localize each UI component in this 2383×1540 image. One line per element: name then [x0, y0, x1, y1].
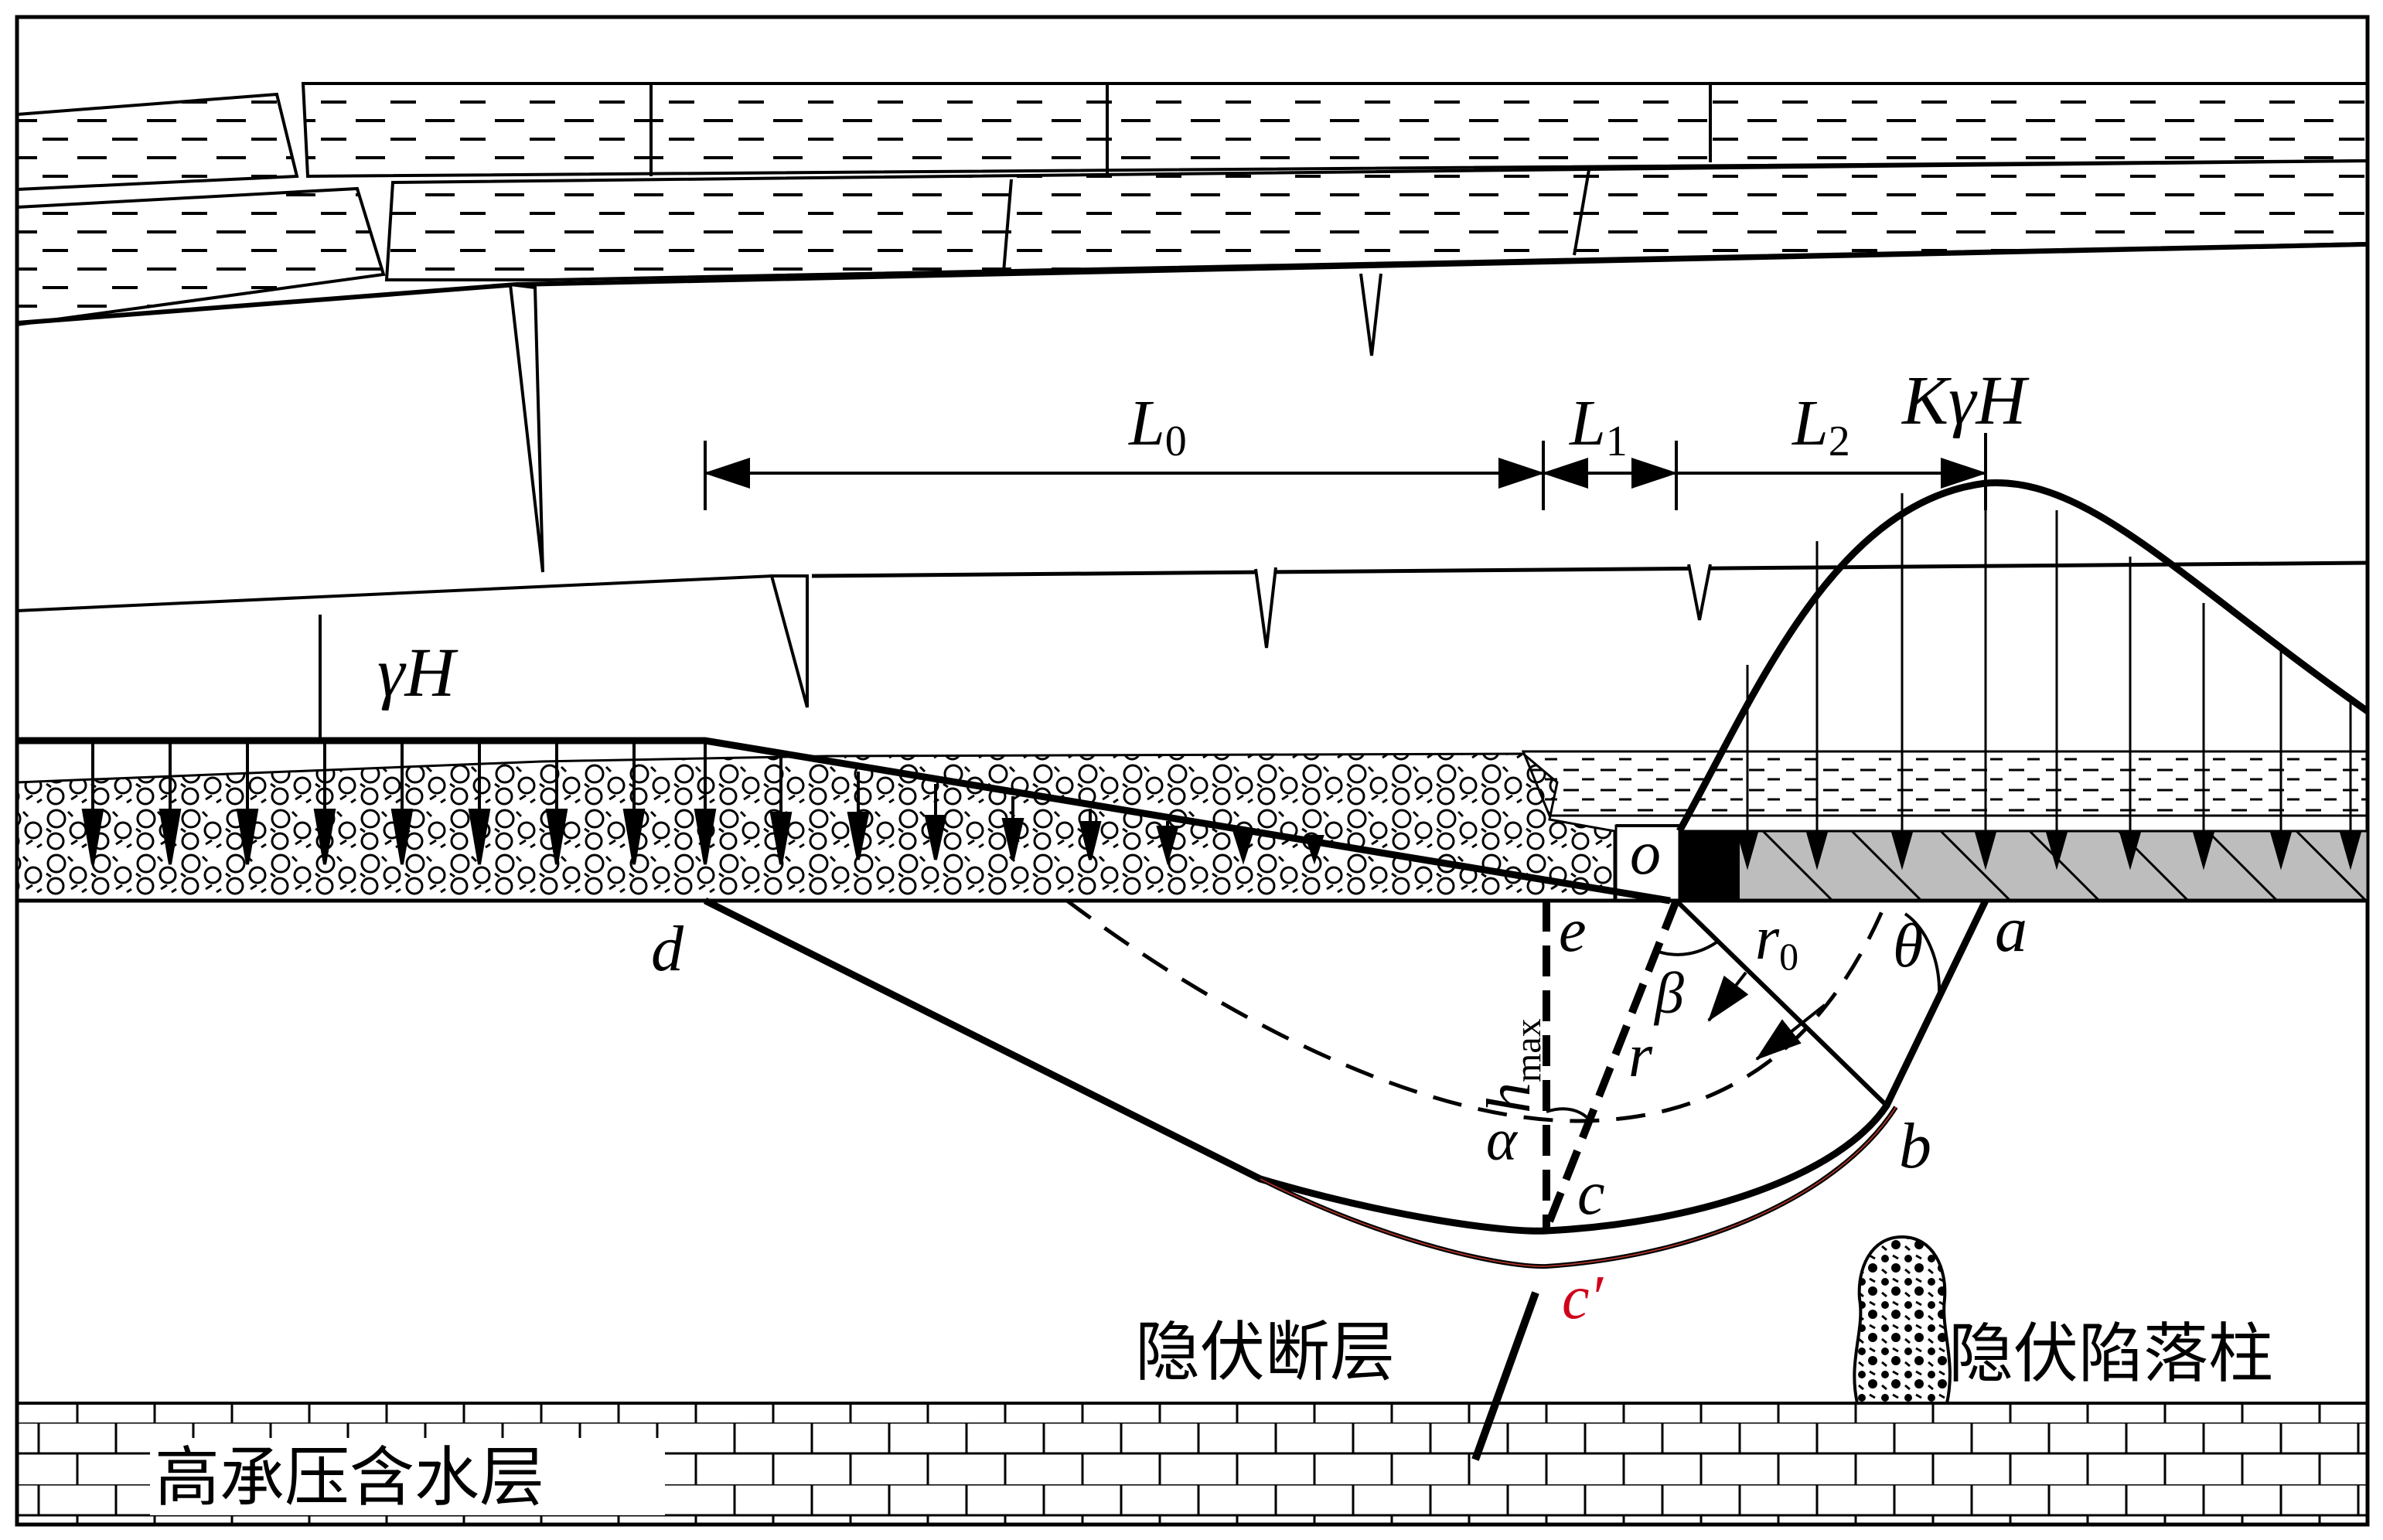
label-point-o: o	[1630, 819, 1661, 888]
label-point-d: d	[651, 913, 684, 985]
label-overburden-load: γH	[377, 635, 459, 711]
confined-aquifer-layer	[15, 1402, 2369, 1526]
label-hidden-collapse-column: 隐伏陷落柱	[1948, 1316, 2273, 1392]
span-dimension-line	[704, 433, 1987, 510]
goaf-rubble-zone	[15, 752, 1616, 902]
label-point-e: e	[1559, 897, 1587, 965]
label-confined-aquifer: 高承压含水层	[155, 1439, 544, 1515]
label-L0: L0	[1128, 387, 1187, 465]
immediate-roof-layer	[1521, 750, 2369, 817]
second-mudstone-layer	[15, 158, 2369, 327]
label-angle-theta: θ	[1893, 912, 1923, 980]
label-point-c-prime: c′	[1562, 1264, 1604, 1332]
thick-sandstone-layer	[16, 242, 2368, 741]
label-angle-alpha: α	[1486, 1108, 1519, 1173]
floor-failure-zone	[703, 897, 1989, 1269]
coal-pillar	[1679, 831, 1740, 901]
label-hidden-fault: 隐伏断层	[1135, 1314, 1395, 1390]
label-radius-r: r	[1628, 1022, 1653, 1090]
label-radius-r0: r0	[1755, 905, 1798, 978]
label-point-b: b	[1899, 1110, 1931, 1182]
label-peak-load: KγH	[1901, 363, 2030, 439]
coal-seam	[1678, 830, 2369, 902]
label-L1: L1	[1569, 387, 1628, 465]
label-L2: L2	[1792, 387, 1850, 465]
label-h-max: hmax	[1475, 1018, 1549, 1113]
hidden-collapse-column	[1853, 1235, 1952, 1405]
goaf-load-arrows	[81, 744, 1324, 866]
seam-roof-line	[17, 737, 1671, 905]
label-point-c: c	[1577, 1160, 1605, 1228]
label-angle-beta: β	[1653, 961, 1684, 1026]
label-point-a: a	[1995, 894, 2027, 966]
